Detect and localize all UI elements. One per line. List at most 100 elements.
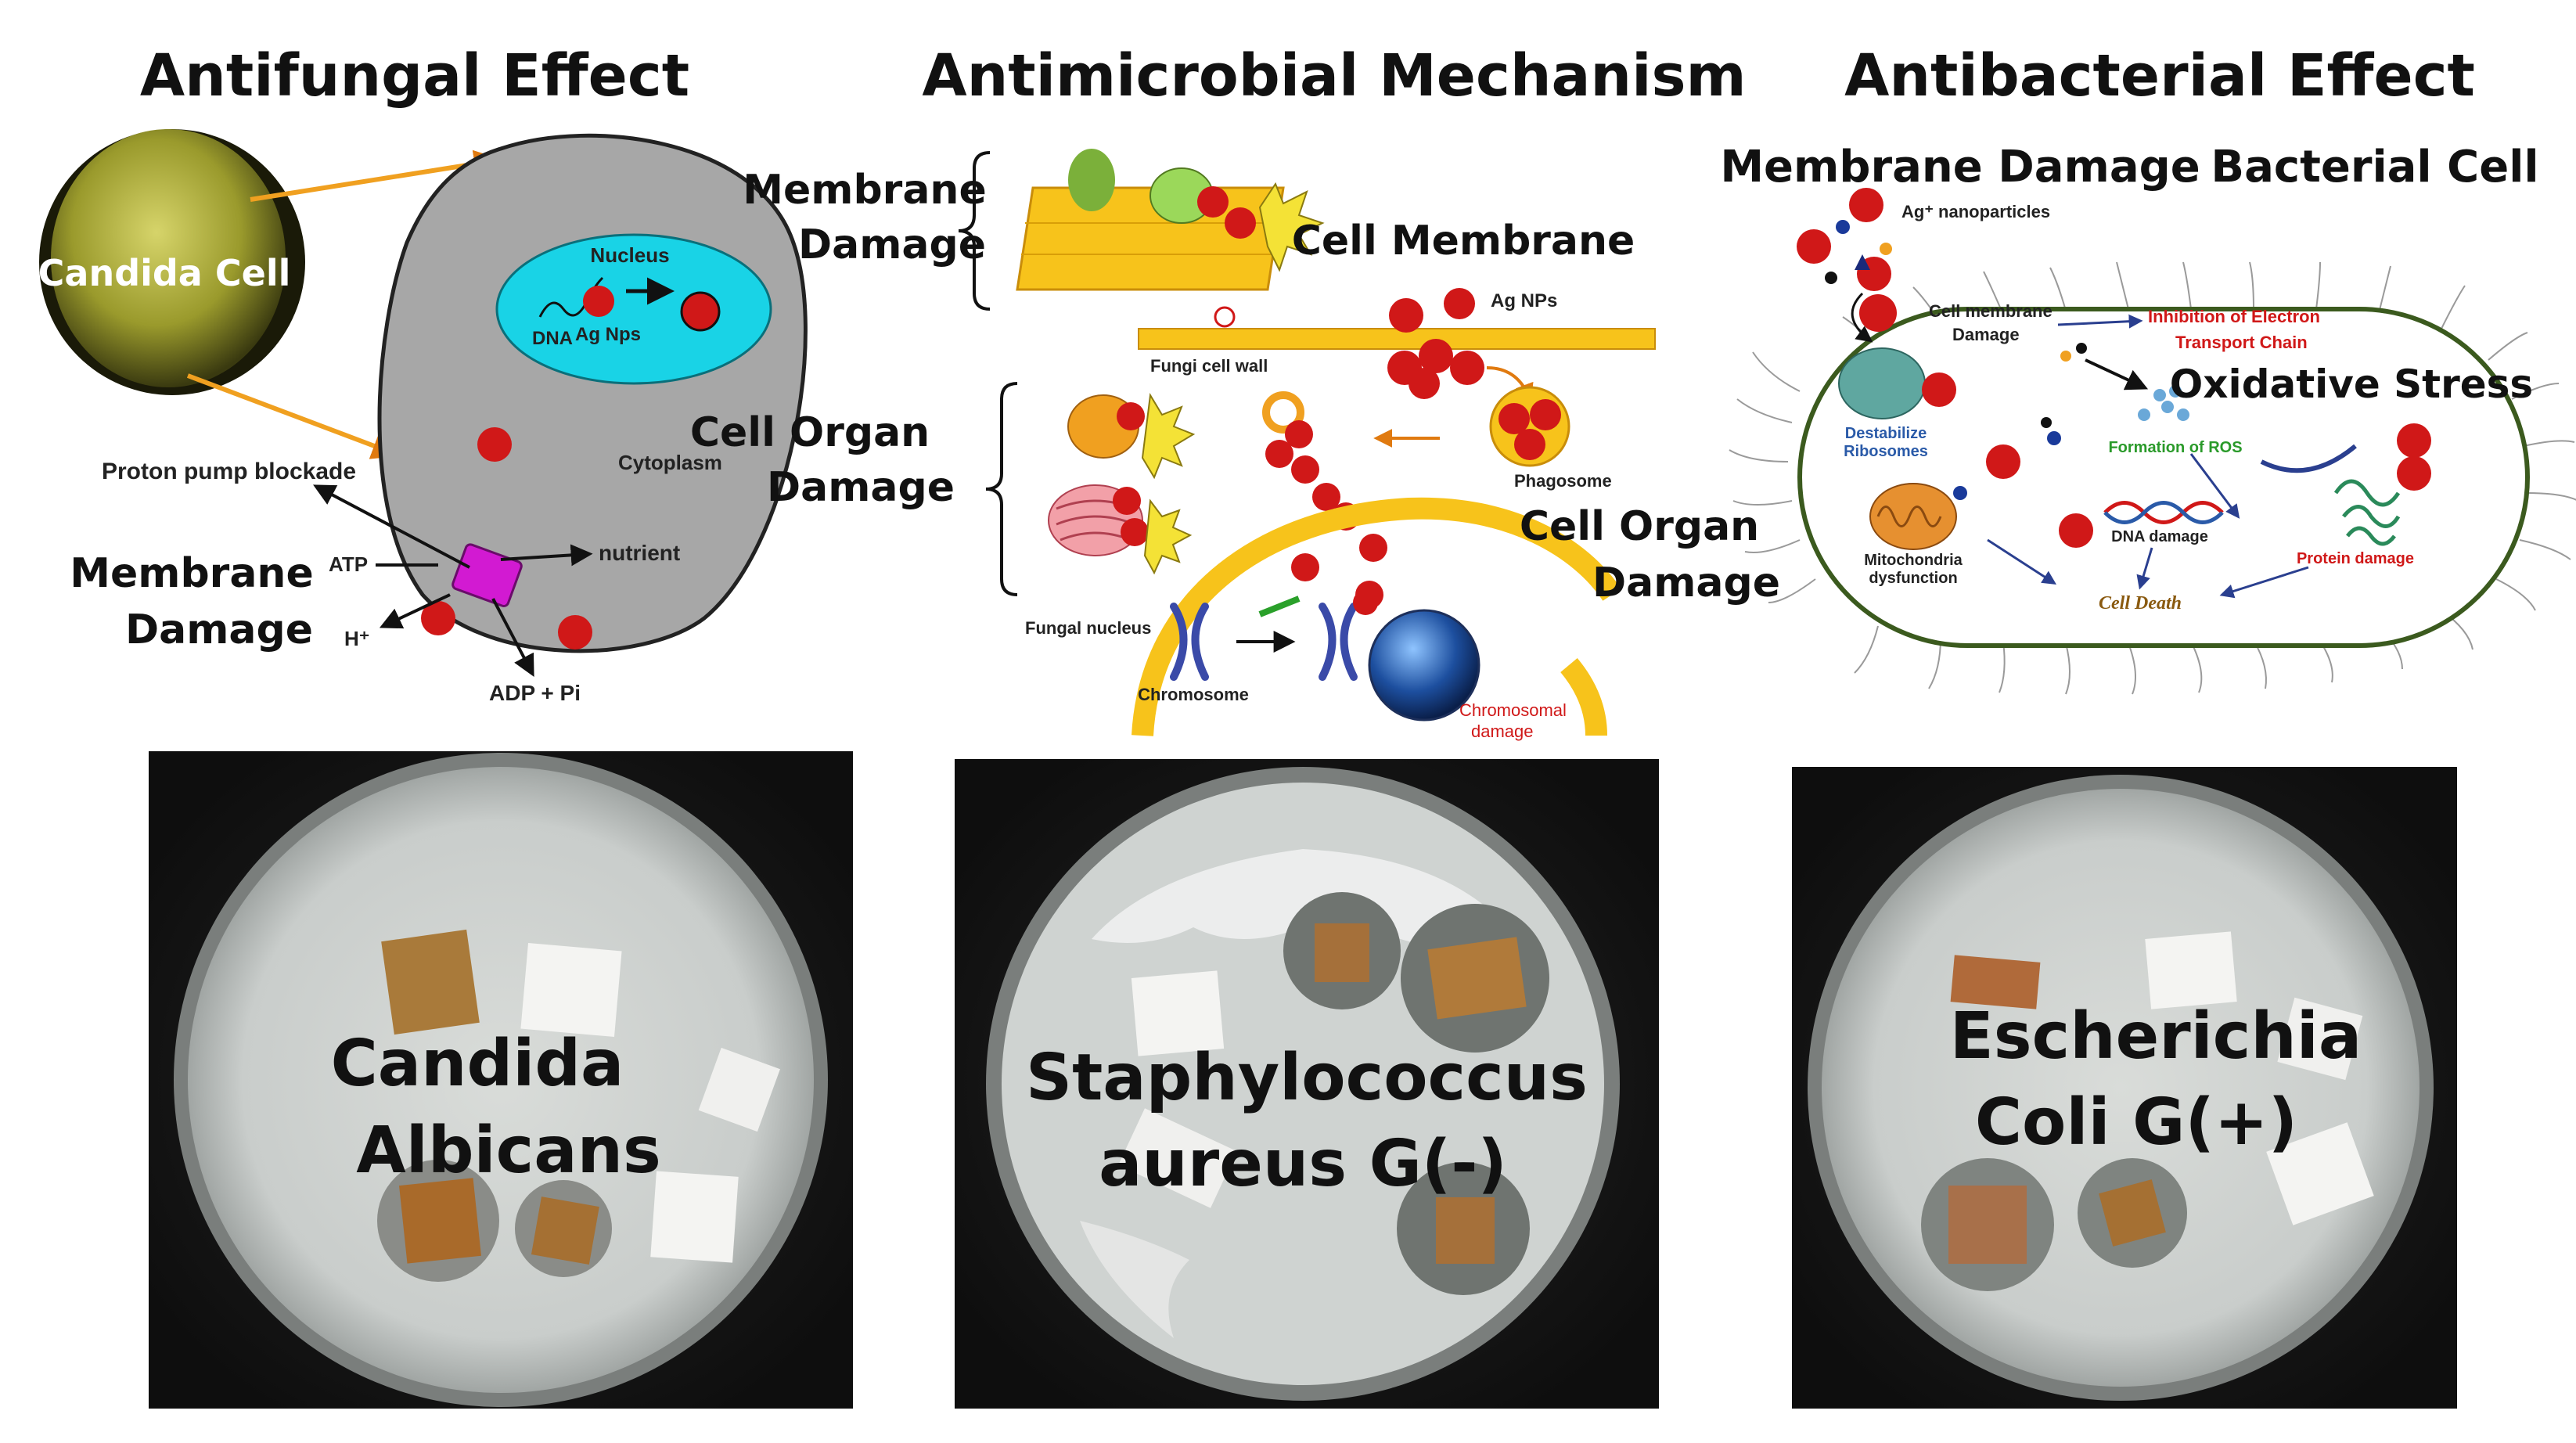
heading-antibacterial: Antibacterial Effect xyxy=(1844,42,2475,110)
phagosome-label: Phagosome xyxy=(1514,471,1612,491)
organ-bracket xyxy=(985,382,1018,596)
membrane-bracket xyxy=(958,151,991,311)
heading-antifungal: Antifungal Effect xyxy=(140,42,689,110)
phagosome-np-2 xyxy=(1530,399,1561,430)
wall-np-5 xyxy=(1450,351,1484,385)
plate1-sample-6 xyxy=(650,1171,739,1263)
mech-membrane-damage-line1: Membrane xyxy=(743,167,986,214)
bacterial-cell-label: Bacterial Cell xyxy=(2211,142,2538,193)
center-dot-3 xyxy=(2041,417,2052,428)
green-arrow xyxy=(1258,596,1301,617)
cell-wall-marker xyxy=(1214,306,1236,328)
cytoplasm-label: Cytoplasm xyxy=(618,451,722,474)
scatter-np-7 xyxy=(1291,553,1319,581)
mech-organ-damage-line2: Damage xyxy=(767,464,955,511)
cell-membrane-damage-label-1: Cell membrane xyxy=(1929,301,2053,321)
plate2-sample-2 xyxy=(1315,923,1369,982)
organelle-np-1 xyxy=(1117,402,1145,430)
cell-membrane-damage-label-2: Damage xyxy=(1952,325,2020,344)
chromosome-damaged xyxy=(1319,603,1358,681)
oxidative-stress-label: Oxidative Stress xyxy=(2170,362,2533,407)
ag-dot-black xyxy=(1825,272,1837,284)
dna-helix-red xyxy=(2103,501,2224,524)
membrane-nanoparticle-right xyxy=(558,615,592,650)
membrane-nanoparticle-1 xyxy=(1197,186,1229,218)
af-membrane-damage-line2: Damage xyxy=(125,606,313,653)
chromosomal-damage-label-1: Chromosomal xyxy=(1459,700,1567,720)
cell-death-label: Cell Death xyxy=(2099,593,2182,614)
mech-membrane-damage-line2: Damage xyxy=(798,221,986,268)
ab-membrane-damage-label: Membrane Damage xyxy=(1720,142,2200,193)
protein-np xyxy=(2397,456,2431,491)
dna-damage-label: DNA damage xyxy=(2111,528,2208,545)
petri-dish-staphylococcus: Staphylococcus aureus G(-) xyxy=(955,759,1659,1409)
ag-np-1 xyxy=(1849,188,1883,222)
center-dot-4 xyxy=(2047,431,2061,445)
adp-label: ADP + Pi xyxy=(489,681,581,705)
adp-arrow xyxy=(491,598,534,677)
wall-np-2 xyxy=(1444,288,1475,319)
mech-organ-damage-right-line1: Cell Organ xyxy=(1520,503,1759,550)
zoom-arrow-top xyxy=(250,149,503,202)
petri-dish-escherichia: Escherichia Coli G(+) xyxy=(1792,767,2457,1409)
wall-np-6 xyxy=(1409,368,1440,399)
nucleus-damaged-particle xyxy=(680,291,721,332)
h-plus-label: H⁺ xyxy=(344,627,370,650)
plate3-label-line1: Escherichia xyxy=(1950,999,2362,1074)
scatter-np-6 xyxy=(1359,534,1387,562)
membrane-protein-green xyxy=(1068,149,1115,211)
plate3-sample-3 xyxy=(2277,997,2363,1081)
ag-np-2 xyxy=(1797,229,1831,264)
organelle-np-3 xyxy=(1121,518,1149,546)
chromosomal-damage-zoom xyxy=(1368,609,1480,722)
protein-structure xyxy=(2333,479,2401,546)
ag-dot-blue xyxy=(1836,220,1850,234)
ribosome-shape xyxy=(1838,347,1926,419)
nucleus-nanoparticle xyxy=(583,286,614,317)
plate1-sample-3 xyxy=(698,1047,780,1132)
organelle-burst-1 xyxy=(1141,393,1196,480)
plate1-label-line2: Albicans xyxy=(356,1114,661,1188)
wall-np-1 xyxy=(1389,298,1423,333)
plate3-sample-1 xyxy=(1950,955,2041,1009)
dna-helix-blue xyxy=(2103,501,2224,524)
plate1-label-line1: Candida xyxy=(331,1027,624,1101)
np-ring-1 xyxy=(1262,391,1304,434)
plate3-sample-6 xyxy=(2266,1122,2374,1225)
destabilize-label-1: Destabilize xyxy=(1845,425,1927,442)
candida-cell-label: Candida Cell xyxy=(38,252,291,294)
antibacterial-panel: Membrane Damage Bacterial Cell Ag⁺ nanop… xyxy=(1720,142,2576,695)
mechanism-panel: Membrane Damage Cell Membrane Fungi cell… xyxy=(690,149,1780,741)
heading-mechanism: Antimicrobial Mechanism xyxy=(922,42,1746,110)
membrane-burst xyxy=(1258,182,1325,272)
plate2-growth-top xyxy=(1092,849,1514,947)
scatter-np-1 xyxy=(1285,420,1313,448)
fungi-cell-wall-label: Fungi cell wall xyxy=(1150,356,1268,376)
nucleus-shape xyxy=(495,233,772,385)
inhibition-label-1: Inhibition of Electron xyxy=(2148,307,2320,326)
nucleus-agnps-label: Ag Nps xyxy=(575,324,641,345)
ros-cluster xyxy=(2138,385,2189,421)
membrane-bilayer xyxy=(1016,186,1285,291)
organelle-burst-2 xyxy=(1143,498,1193,575)
plate1-sample-5 xyxy=(531,1197,599,1265)
petri-dish-candida: Candida Albicans xyxy=(149,751,853,1409)
antifungal-panel: Candida Cell Nucleus DNA Ag Nps Cytoplas… xyxy=(38,129,808,705)
mito-label-2: dysfunction xyxy=(1869,570,1957,587)
ag-dot-orange xyxy=(1880,243,1892,255)
ros-cycle-arrow xyxy=(2260,444,2357,473)
membrane-nanoparticle-left xyxy=(421,601,455,635)
zoom-arrow-bottom xyxy=(186,373,401,459)
fungal-nucleus-envelope-right xyxy=(1560,658,1607,736)
membrane-nanoparticle-2 xyxy=(1225,207,1256,239)
ag-nanoparticles-label: Ag⁺ nanoparticles xyxy=(1901,202,2050,221)
bacterial-cell-body xyxy=(1797,307,2530,648)
mitochondria-cristae xyxy=(1876,506,1942,527)
wall-np-4 xyxy=(1419,339,1453,373)
center-np-1 xyxy=(1986,444,2020,479)
ros-arrow xyxy=(2085,358,2149,390)
plate3-label-line2: Coli G(+) xyxy=(1975,1085,2297,1160)
mito-to-death-arrow xyxy=(1987,538,2057,585)
plate1-sample-4 xyxy=(399,1178,481,1264)
plate3-sample-4 xyxy=(1948,1186,2027,1264)
